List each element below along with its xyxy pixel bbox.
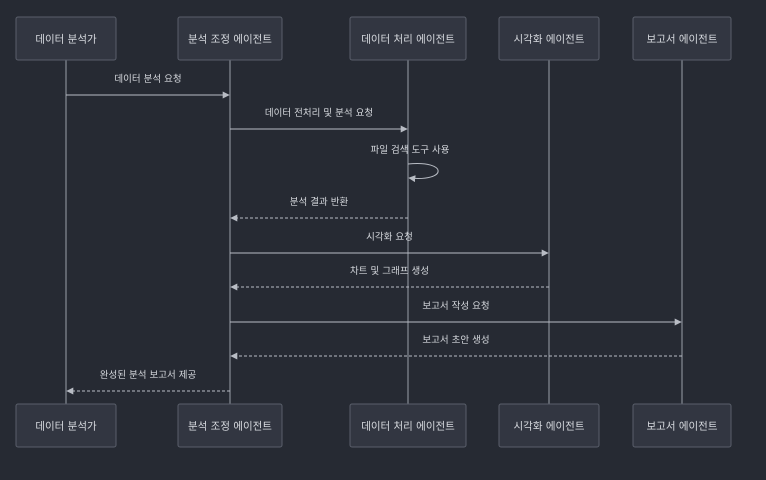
actor-box-top-analyst[interactable] xyxy=(15,16,117,61)
actor-label: 데이터 처리 에이전트 xyxy=(361,34,455,46)
lifelines-layer xyxy=(65,60,683,404)
actor-bottom-processor[interactable]: 데이터 처리 에이전트 xyxy=(349,403,467,448)
message-1: 데이터 분석 요청 xyxy=(66,74,230,99)
message-9: 완성된 분석 보고서 제공 xyxy=(66,369,230,395)
actor-label: 시각화 에이전트 xyxy=(514,34,585,46)
actor-bottom-coordinator[interactable]: 분석 조정 에이전트 xyxy=(177,403,283,448)
actor-box-bottom-reporter[interactable] xyxy=(632,403,732,448)
message-label: 차트 및 그래프 생성 xyxy=(350,265,429,277)
actor-top-analyst[interactable]: 데이터 분석가 xyxy=(15,16,117,61)
message-label: 파일 검색 도구 사용 xyxy=(371,144,450,156)
actors-top-row: 데이터 분석가 분석 조정 에이전트 데이터 처리 에이전트 시각화 에이전트 보고서 … xyxy=(15,16,732,61)
message-3: 파일 검색 도구 사용 xyxy=(371,144,450,183)
actor-label: 데이터 분석가 xyxy=(35,421,97,433)
actor-top-reporter[interactable]: 보고서 에이전트 xyxy=(632,16,732,61)
actor-label: 분석 조정 에이전트 xyxy=(188,421,272,433)
actor-box-top-reporter[interactable] xyxy=(632,16,732,61)
message-6: 차트 및 그래프 생성 xyxy=(230,265,549,291)
actor-box-top-processor[interactable] xyxy=(349,16,467,61)
actor-label: 데이터 분석가 xyxy=(35,34,97,46)
message-line xyxy=(407,163,439,183)
actor-bottom-analyst[interactable]: 데이터 분석가 xyxy=(15,403,117,448)
message-2: 데이터 전처리 및 분석 요청 xyxy=(230,107,408,133)
actor-label: 보고서 에이전트 xyxy=(647,421,718,433)
message-4: 분석 결과 반환 xyxy=(230,196,408,222)
actor-box-bottom-coordinator[interactable] xyxy=(177,403,283,448)
actor-label: 보고서 에이전트 xyxy=(647,34,718,46)
actor-box-bottom-visualizer[interactable] xyxy=(498,403,600,448)
message-label: 완성된 분석 보고서 제공 xyxy=(100,369,197,381)
message-label: 시각화 요청 xyxy=(366,231,413,243)
message-8: 보고서 초안 생성 xyxy=(230,335,682,360)
actor-bottom-visualizer[interactable]: 시각화 에이전트 xyxy=(498,403,600,448)
message-7: 보고서 작성 요청 xyxy=(230,301,682,326)
actor-top-coordinator[interactable]: 분석 조정 에이전트 xyxy=(177,16,283,61)
message-label: 분석 결과 반환 xyxy=(290,196,349,208)
actor-box-top-coordinator[interactable] xyxy=(177,16,283,61)
actor-box-top-visualizer[interactable] xyxy=(498,16,600,61)
message-label: 보고서 초안 생성 xyxy=(422,335,489,346)
message-label: 보고서 작성 요청 xyxy=(422,301,489,312)
message-label: 데이터 전처리 및 분석 요청 xyxy=(265,107,373,119)
actor-top-visualizer[interactable]: 시각화 에이전트 xyxy=(498,16,600,61)
message-5: 시각화 요청 xyxy=(230,231,549,257)
actor-label: 시각화 에이전트 xyxy=(514,421,585,433)
actor-label: 분석 조정 에이전트 xyxy=(188,34,272,46)
actor-top-processor[interactable]: 데이터 처리 에이전트 xyxy=(349,16,467,61)
message-label: 데이터 분석 요청 xyxy=(114,74,181,85)
actor-label: 데이터 처리 에이전트 xyxy=(361,421,455,433)
actor-bottom-reporter[interactable]: 보고서 에이전트 xyxy=(632,403,732,448)
actor-box-bottom-analyst[interactable] xyxy=(15,403,117,448)
actors-bottom-row: 데이터 분석가 분석 조정 에이전트 데이터 처리 에이전트 시각화 에이전트 보고서 … xyxy=(15,403,732,448)
actor-box-bottom-processor[interactable] xyxy=(349,403,467,448)
